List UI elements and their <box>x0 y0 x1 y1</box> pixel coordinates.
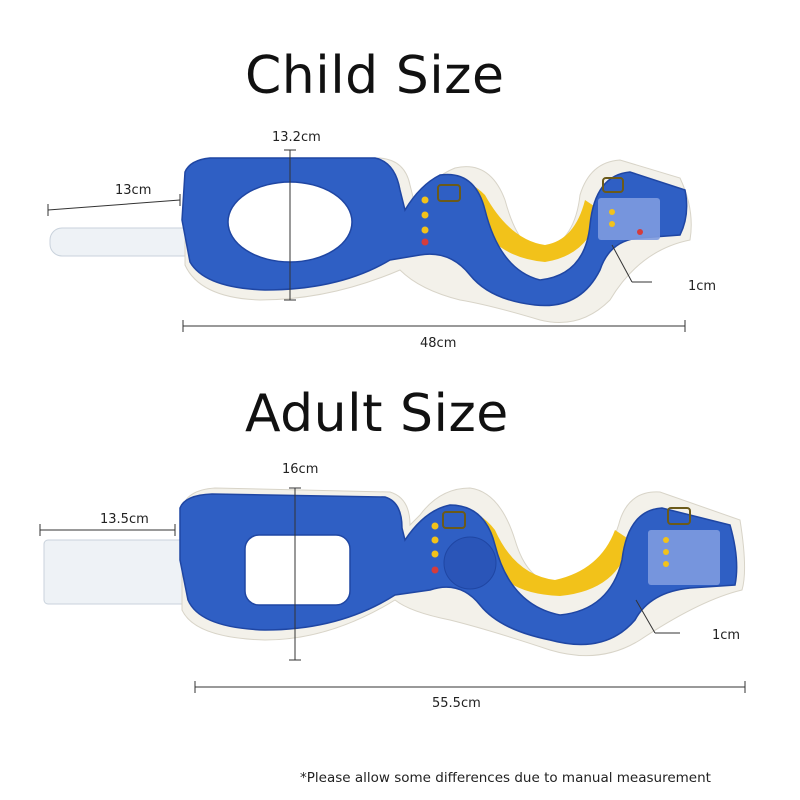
adult-rivet <box>663 549 669 555</box>
adult-rivet <box>431 566 439 574</box>
child-rivet <box>421 238 429 246</box>
adult-center-pad <box>443 536 497 590</box>
adult-rivet <box>663 537 669 543</box>
child-strap-length-label: 13cm <box>115 183 152 198</box>
child-rivet <box>421 196 429 204</box>
adult-buckle <box>667 507 691 525</box>
child-rivet <box>637 229 643 235</box>
child-velcro-strap <box>49 227 201 257</box>
measurement-disclaimer: *Please allow some differences due to ma… <box>300 770 711 786</box>
child-buckle <box>602 177 624 193</box>
adult-velcro-pad <box>648 530 720 585</box>
child-dimension-lines <box>47 149 686 332</box>
child-rivet <box>421 211 429 219</box>
adult-height-label: 16cm <box>282 462 319 477</box>
adult-dimension-lines <box>39 487 746 693</box>
child-rivet <box>609 209 615 215</box>
adult-rivet <box>431 536 439 544</box>
child-velcro-pad <box>598 198 660 240</box>
adult-padding-label: 1cm <box>712 628 741 643</box>
adult-rivet <box>431 550 439 558</box>
child-rivet <box>609 221 615 227</box>
child-buckle <box>437 184 461 202</box>
adult-buckle <box>442 511 466 529</box>
adult-rivet <box>663 561 669 567</box>
child-rivet <box>421 226 429 234</box>
child-size-title: Child Size <box>245 46 505 106</box>
adult-width-label: 55.5cm <box>432 696 481 711</box>
adult-strap-length-label: 13.5cm <box>100 512 149 527</box>
adult-chin-opening <box>244 534 351 606</box>
adult-velcro-strap <box>43 539 195 605</box>
child-padding-label: 1cm <box>688 279 717 294</box>
child-height-label: 13.2cm <box>272 130 321 145</box>
adult-rivet <box>431 522 439 530</box>
child-width-label: 48cm <box>420 336 457 351</box>
adult-size-title: Adult Size <box>245 384 509 444</box>
